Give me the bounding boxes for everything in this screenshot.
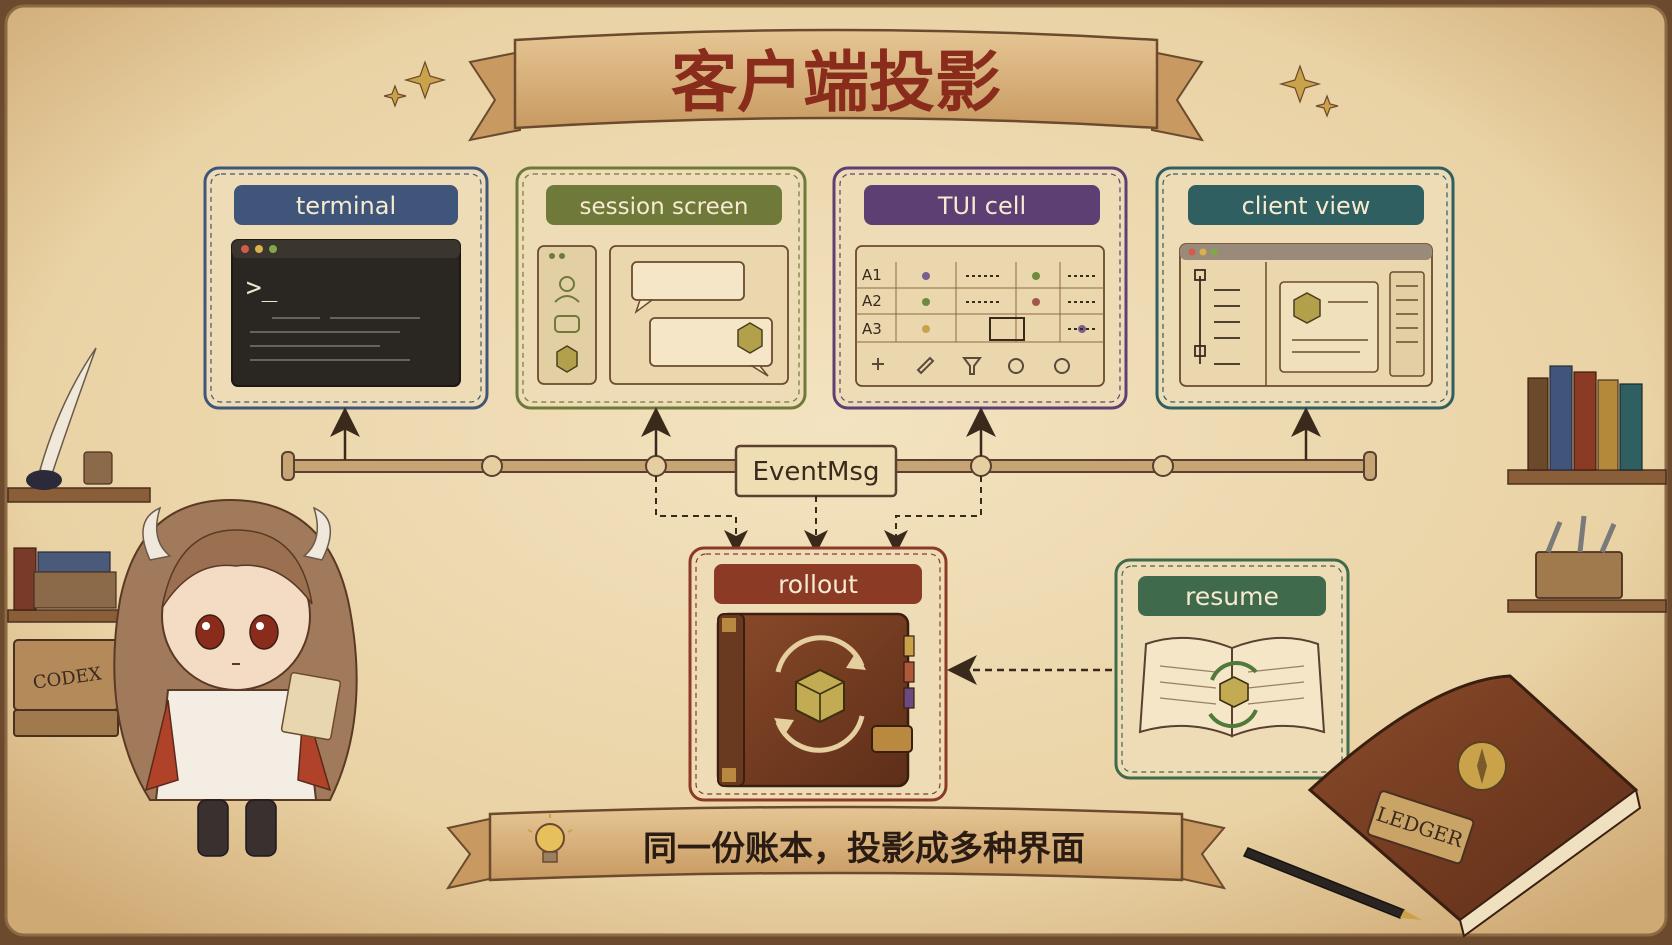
ledger-book: LEDGER (1242, 674, 1642, 938)
title-banner: 客户端投影 (467, 28, 1205, 142)
chat-icon (554, 315, 580, 333)
event-bus: EventMsg (281, 407, 1377, 498)
terminal-window (231, 239, 461, 387)
quill-icon (39, 347, 97, 475)
rollout-card: rollout (688, 546, 948, 802)
tui-row-label: A1 (862, 266, 882, 284)
tui-row-label: A2 (862, 292, 882, 310)
page-title: 客户端投影 (671, 43, 1001, 121)
gear-icon (1054, 358, 1070, 374)
view-card-client-view: client view (1155, 166, 1455, 410)
rollout-book (716, 612, 915, 788)
move-icon (872, 358, 884, 370)
resume-card: resume (1114, 558, 1350, 780)
wrench-icon (1545, 515, 1617, 553)
open-book-icon (1138, 636, 1326, 738)
view-label-pill (546, 185, 782, 225)
view-card-session-screen: session screen (515, 166, 807, 410)
cycle-arrows-icon (775, 635, 865, 753)
view-card-terminal: terminal >_ (203, 166, 489, 410)
bottom-banner-text: 同一份账本，投影成多种界面 (643, 829, 1085, 869)
view-label-pill (1188, 185, 1424, 225)
resume-label-pill (1138, 576, 1326, 616)
right-bookshelf (1507, 365, 1667, 613)
resume-label: resume (1185, 582, 1279, 611)
tree-list (1194, 269, 1240, 365)
eventmsg-label: EventMsg (753, 457, 880, 487)
view-label-pill (864, 185, 1100, 225)
client-side-panel (1389, 271, 1425, 377)
user-icon (554, 276, 580, 303)
tui-toolbar (872, 356, 1070, 375)
rollout-label-pill (714, 564, 922, 604)
view-label-pill (234, 185, 458, 225)
cube-icon (556, 345, 578, 373)
client-detail-pane (1279, 281, 1379, 373)
view-label-tui-cell: TUI cell (937, 192, 1026, 220)
cube-icon (1219, 676, 1249, 708)
view-label-session-screen: session screen (580, 194, 749, 220)
view-label-terminal: terminal (296, 192, 396, 220)
sparkle-icon (383, 60, 1339, 118)
lightbulb-icon (527, 814, 573, 863)
tui-grid (855, 245, 1105, 387)
view-card-tui-cell: TUI cell A1 A2 A3 (832, 166, 1128, 410)
codex-crate: CODEX (13, 639, 119, 737)
filter-icon (962, 357, 982, 375)
view-label-client-view: client view (1242, 192, 1371, 220)
inkwell-icon (26, 470, 62, 490)
tool-box (1535, 551, 1623, 599)
cube-icon (737, 322, 763, 354)
chat-bubble-left (631, 261, 745, 301)
cycle-arrows-icon (1208, 661, 1258, 729)
tui-row-label: A3 (862, 320, 882, 338)
pencil-icon (916, 356, 935, 375)
left-bookshelf (7, 347, 151, 623)
bus-to-rollout-links (655, 476, 982, 554)
rollout-label: rollout (778, 570, 858, 599)
bottom-banner: 同一份账本，投影成多种界面 (445, 805, 1227, 890)
gear-icon (1008, 358, 1024, 374)
chibi-character (113, 498, 358, 857)
cube-icon (1293, 292, 1321, 324)
terminal-prompt: >_ (246, 273, 278, 303)
tui-selected-cell (989, 317, 1025, 341)
